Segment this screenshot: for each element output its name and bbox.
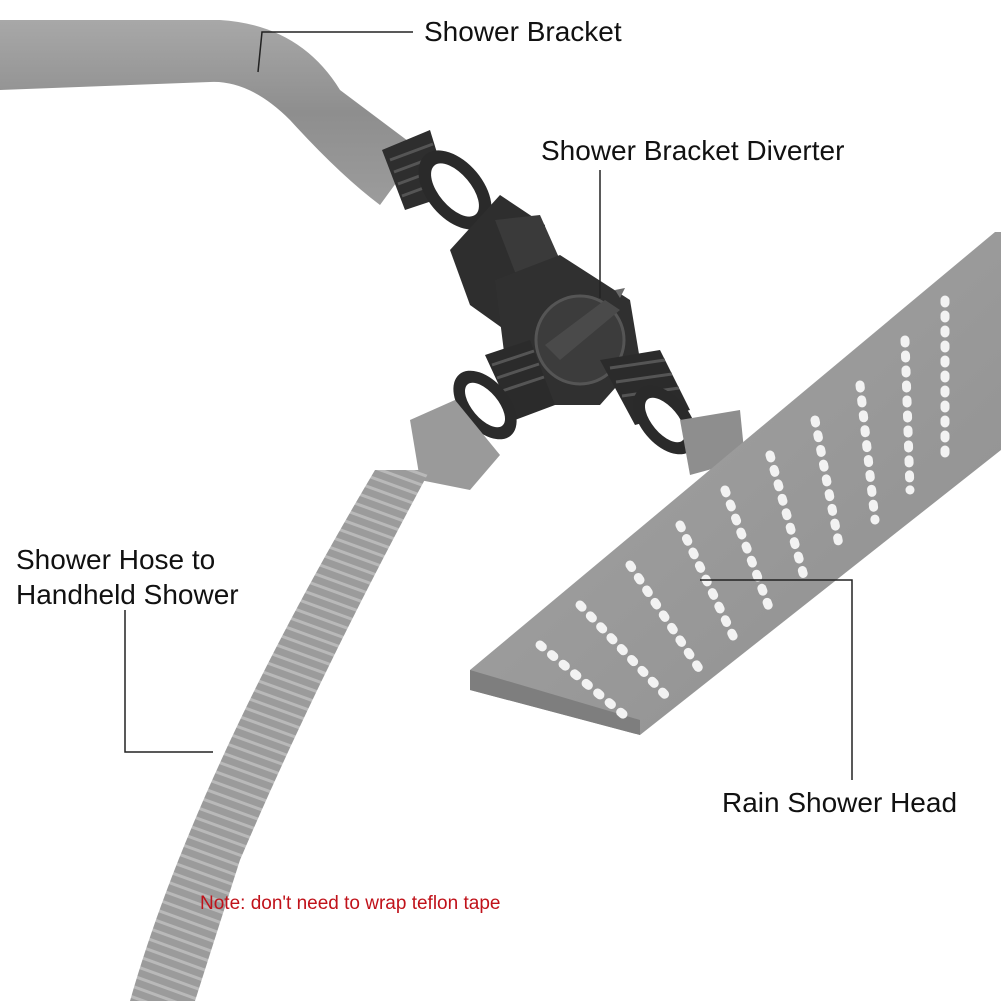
leader-lines xyxy=(124,31,853,780)
shower-hose xyxy=(130,400,500,1001)
rain-shower-head-label: Rain Shower Head xyxy=(722,787,958,818)
bracket-diverter-label: Shower Bracket Diverter xyxy=(541,135,845,166)
rain-shower-head xyxy=(470,232,1001,735)
hose-label-line2: Handheld Shower xyxy=(16,579,239,610)
shower-bracket-label: Shower Bracket xyxy=(424,16,622,47)
nozzle-rows xyxy=(535,295,950,725)
diverter-left-outlet xyxy=(485,340,555,420)
washer-top xyxy=(418,150,492,230)
washer-right xyxy=(633,385,697,455)
teflon-note: Note: don't need to wrap teflon tape xyxy=(200,893,501,914)
shower-bracket-arm xyxy=(0,20,450,210)
hose-label-line1: Shower Hose to xyxy=(16,544,216,575)
